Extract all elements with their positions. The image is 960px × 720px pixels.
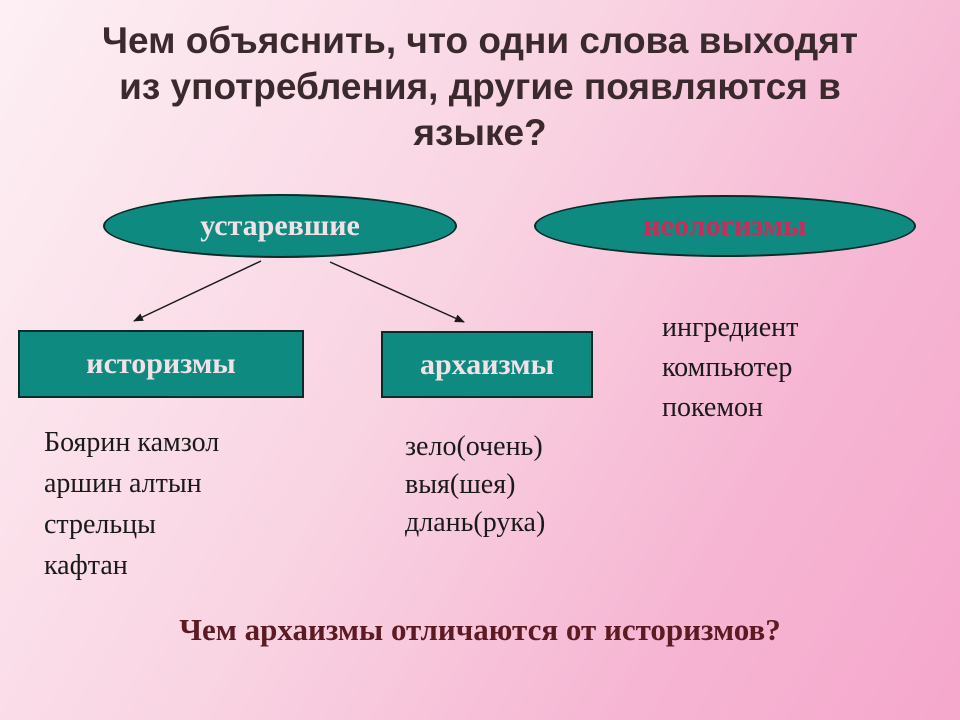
example-item: стрельцы	[44, 509, 156, 540]
closing-question: Чем архаизмы отличаются от историзмов?	[179, 612, 781, 647]
title-line-3: языке?	[413, 112, 547, 153]
example-item: зело(очень)	[405, 431, 543, 462]
title-line-2: из употребления, другие появляются в	[119, 66, 841, 107]
node-archaisms-label: архаизмы	[419, 347, 555, 381]
node-neologisms-label: неологизмы	[643, 209, 807, 242]
example-item: компьютер	[662, 352, 793, 383]
historisms-examples: Боярин камзол аршин алтын стрельцы кафта…	[44, 422, 219, 586]
node-obsolete-label: устаревшие	[200, 209, 360, 242]
example-item: длань(рука)	[405, 507, 546, 538]
archaisms-examples: зело(очень) выя(шея) длань(рука)	[405, 428, 545, 542]
title-line-1: Чем объяснить, что одни слова выходят	[102, 20, 858, 61]
node-obsolete: устаревшие	[103, 194, 457, 258]
example-item: ингредиент	[662, 312, 799, 343]
neologisms-examples: ингредиент компьютер покемон	[662, 308, 798, 428]
node-neologisms: неологизмы	[534, 195, 916, 257]
example-item: кафтан	[44, 550, 128, 581]
arrow-to-archaisms	[329, 261, 465, 323]
example-item: выя(шея)	[405, 469, 516, 500]
example-item: аршин алтын	[44, 468, 202, 499]
example-item: Боярин камзол	[44, 427, 220, 458]
arrow-to-historisms	[133, 260, 262, 322]
node-archaisms: архаизмы	[381, 331, 593, 398]
node-historisms: историзмы	[18, 330, 304, 398]
node-historisms-label: историзмы	[86, 347, 236, 380]
example-item: покемон	[662, 392, 764, 423]
page-title: Чем объяснить, что одни слова выходят из…	[0, 18, 960, 156]
